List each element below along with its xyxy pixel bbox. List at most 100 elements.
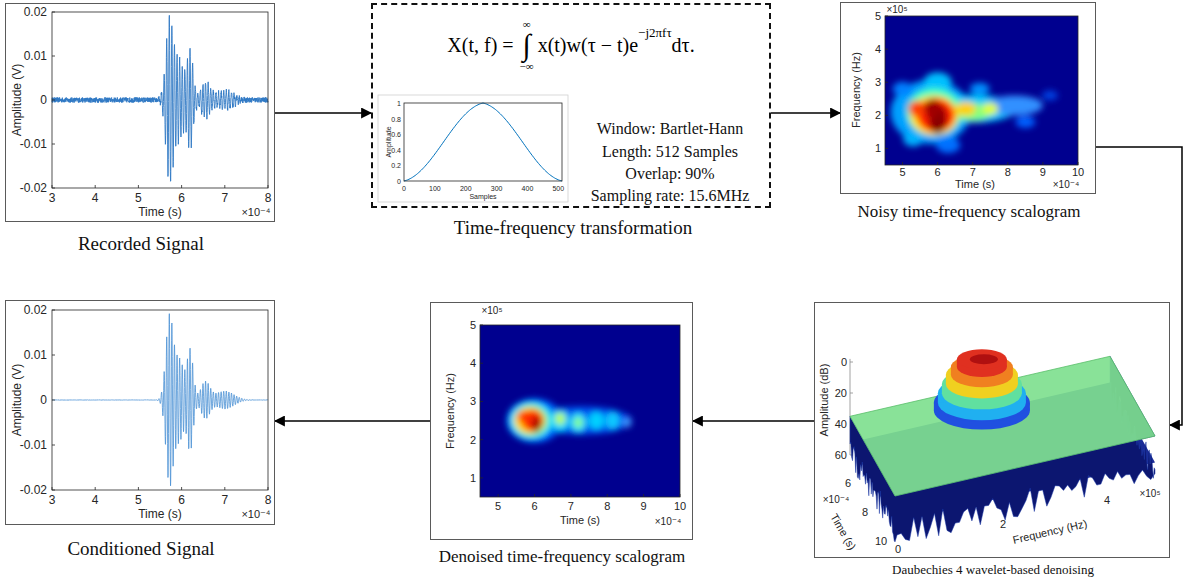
- parameter-text: Sampling rate: 15.6MHz: [591, 187, 750, 205]
- energy-blob: [570, 412, 586, 432]
- axis-title: Amplitude (dB): [819, 364, 830, 437]
- tick-label: 8: [604, 501, 610, 512]
- tick-label: ×10⁵: [886, 5, 907, 15]
- tick-label: 0: [40, 94, 47, 106]
- axis-title: Amplitude (V): [11, 64, 23, 137]
- inset-frame: [378, 95, 568, 202]
- scalogram-panel: Noisy time-frequency scalogram: [840, 2, 1096, 194]
- tick-label: 4: [470, 358, 476, 369]
- energy-blob: [606, 412, 620, 430]
- energy-blob: [588, 412, 604, 430]
- transform-box: Time-frequency transformationWindow: Bar…: [371, 3, 771, 208]
- energy-blob: [518, 411, 530, 423]
- tick-label: 100: [429, 185, 441, 192]
- axis-title: Amplitude: [385, 126, 392, 157]
- tick-label: 3: [470, 396, 476, 407]
- tick-label: 1: [875, 143, 881, 154]
- tick-label: 2: [1000, 519, 1006, 530]
- tick-label: 7: [221, 192, 228, 204]
- tick-label: 0: [895, 544, 901, 555]
- tick-label: 9: [1040, 167, 1046, 178]
- plot-frame: [52, 12, 268, 188]
- energy-blob: [532, 416, 540, 432]
- tick-label: 500: [552, 185, 564, 192]
- formula-term: X(t, f) =: [447, 35, 513, 55]
- energy-peak: [934, 349, 1030, 429]
- tick-label: 5: [899, 167, 905, 178]
- waveform: [52, 314, 268, 486]
- tick-marks: [480, 325, 680, 497]
- scalogram-energy: [507, 399, 632, 443]
- tick-label: ×10⁻⁴: [1053, 180, 1080, 190]
- plot-frame: [480, 325, 680, 497]
- panel-caption: Conditioned Signal: [67, 538, 214, 560]
- tick-label: 3: [49, 192, 56, 204]
- tick-label: 3: [875, 77, 881, 88]
- axis-title: Amplitude (V): [11, 364, 23, 437]
- tick-label: ×10⁻⁴: [241, 207, 270, 218]
- energy-blob: [893, 82, 913, 96]
- tick-label: -0.02: [20, 182, 47, 194]
- tick-label: Samples: [469, 193, 496, 200]
- tick-label: 1: [397, 100, 401, 107]
- integral-sign: ∫: [523, 30, 531, 60]
- energy-blob: [936, 137, 960, 153]
- integral-limit: −∞: [520, 60, 534, 72]
- tick-label: 0.6: [391, 131, 401, 138]
- tick-label: 2: [875, 110, 881, 121]
- tick-label: 0.02: [24, 6, 47, 18]
- tick-label: 4: [92, 192, 99, 204]
- tick-label: 10: [674, 501, 686, 512]
- tick-marks: [52, 310, 268, 490]
- tick-label: ×10⁻⁴: [823, 495, 850, 505]
- scalogram-energy: [891, 72, 1058, 153]
- tick-label: 0.4: [391, 146, 401, 153]
- energy-blob: [514, 408, 544, 434]
- tick-label: 200: [460, 185, 472, 192]
- energy-blob: [551, 410, 569, 432]
- inset-axes: [404, 103, 562, 181]
- formula-exponent: −j2πfτ: [638, 26, 672, 39]
- energy-blob: [1042, 90, 1058, 100]
- tick-label: 0.02: [24, 304, 47, 316]
- tick-marks: [52, 12, 268, 188]
- panel-caption: Time-frequency transformation: [454, 217, 692, 239]
- scalogram-blur: [507, 399, 632, 443]
- tick-label: -0.01: [20, 439, 47, 451]
- waveform: [52, 15, 268, 181]
- tick-label: 0.8: [391, 115, 401, 122]
- tick-label: 7: [568, 501, 574, 512]
- tick-label: 6: [178, 494, 185, 506]
- scalogram-ground: [480, 325, 680, 497]
- tick-label: 2: [470, 434, 476, 445]
- flow-arrow: [275, 112, 371, 114]
- tick-label: 4: [92, 494, 99, 506]
- tick-label: 20: [835, 388, 847, 399]
- tick-label: 400: [522, 185, 534, 192]
- tick-label: Time (s): [138, 508, 182, 520]
- tick-marks: [885, 16, 1078, 165]
- tick-label: ×10⁻⁴: [655, 517, 682, 527]
- parameter-text: Length: 512 Samples: [602, 143, 738, 161]
- tick-label: 4: [875, 44, 881, 55]
- energy-blob: [509, 402, 553, 440]
- plot-area: [52, 310, 268, 490]
- energy-blob: [555, 413, 565, 425]
- window-curve: [404, 103, 562, 181]
- panel-caption: Daubechies 4 wavelet-based denoising: [892, 563, 1094, 578]
- panel-caption: Denoised time-frequency scalogram: [439, 547, 685, 567]
- tick-label: 0: [40, 394, 47, 406]
- tick-label: 9: [641, 501, 647, 512]
- tick-label: 8: [265, 192, 272, 204]
- tick-label: 6: [845, 478, 851, 489]
- formula-term: x(t)w(τ − t)e: [538, 35, 638, 55]
- energy-blob: [970, 83, 990, 95]
- flow-arrow: [771, 112, 840, 114]
- axis-title: Time (s): [828, 512, 857, 552]
- tick-label: 1: [470, 472, 476, 483]
- peak-layer: [957, 349, 1007, 369]
- tick-label: ×10⁵: [1139, 489, 1160, 499]
- formula-term: dτ.: [672, 35, 695, 55]
